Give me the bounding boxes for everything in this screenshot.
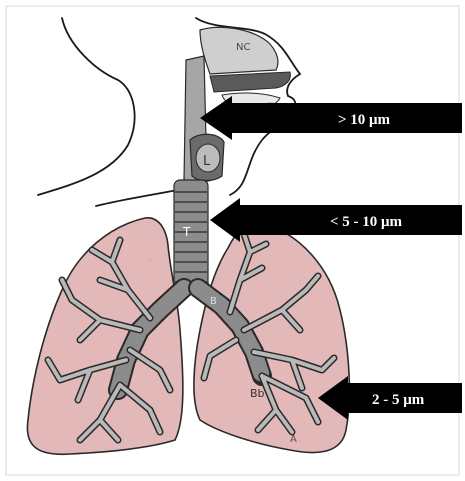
label-alveoli: A (290, 434, 297, 445)
label-bronchioles: Bb (250, 387, 265, 400)
arrow-lower-text: 2 - 5 μm (372, 392, 425, 408)
arrow-middle-text: < 5 - 10 μm (330, 214, 403, 230)
arrow-upper-text: > 10 μm (338, 112, 391, 128)
label-bronchi: B (210, 296, 217, 307)
trachea (174, 180, 208, 292)
label-nasal-cavity: NC (236, 42, 250, 53)
label-trachea: T (182, 225, 191, 239)
label-larynx: L (203, 154, 211, 169)
